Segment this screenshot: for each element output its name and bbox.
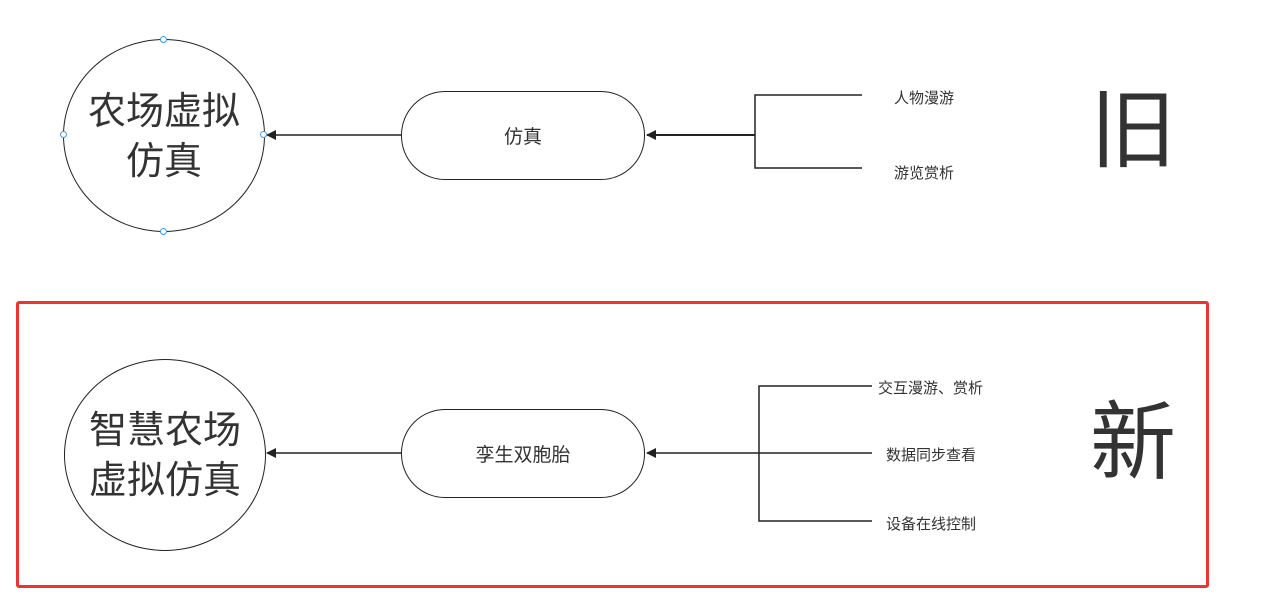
old-tag-label: 旧 bbox=[1090, 81, 1176, 181]
old-bracket bbox=[754, 94, 862, 169]
new-bracket bbox=[758, 385, 872, 522]
old-item-label: 游览赏析 bbox=[894, 164, 955, 182]
old-process-node[interactable]: 仿真 bbox=[401, 91, 645, 180]
selection-handle-top[interactable] bbox=[160, 36, 167, 43]
old-item-label: 人物漫游 bbox=[894, 89, 955, 107]
new-section-highlight-frame bbox=[16, 301, 1209, 588]
selection-handle-bottom[interactable] bbox=[160, 228, 167, 235]
new-item-label: 交互漫游、赏析 bbox=[878, 379, 984, 397]
selection-handle-right[interactable] bbox=[260, 131, 267, 138]
new-process-node[interactable]: 孪生双胞胎 bbox=[401, 409, 645, 498]
new-item-label: 设备在线控制 bbox=[886, 515, 977, 533]
new-process-label: 孪生双胞胎 bbox=[475, 444, 571, 466]
new-item-label: 数据同步查看 bbox=[886, 446, 977, 464]
new-tag-label: 新 bbox=[1090, 393, 1176, 493]
selection-handle-left[interactable] bbox=[60, 131, 67, 138]
new-circle-label-line2: 虚拟仿真 bbox=[88, 458, 241, 502]
old-circle-label-line1: 农场虚拟 bbox=[87, 88, 240, 133]
old-circle-label-line2: 仿真 bbox=[125, 138, 202, 183]
old-circle-node[interactable]: 农场虚拟 仿真 bbox=[63, 39, 265, 232]
old-process-label: 仿真 bbox=[503, 126, 542, 148]
new-circle-label-line1: 智慧农场 bbox=[88, 408, 241, 452]
new-circle-node[interactable]: 智慧农场 虚拟仿真 bbox=[64, 359, 266, 551]
